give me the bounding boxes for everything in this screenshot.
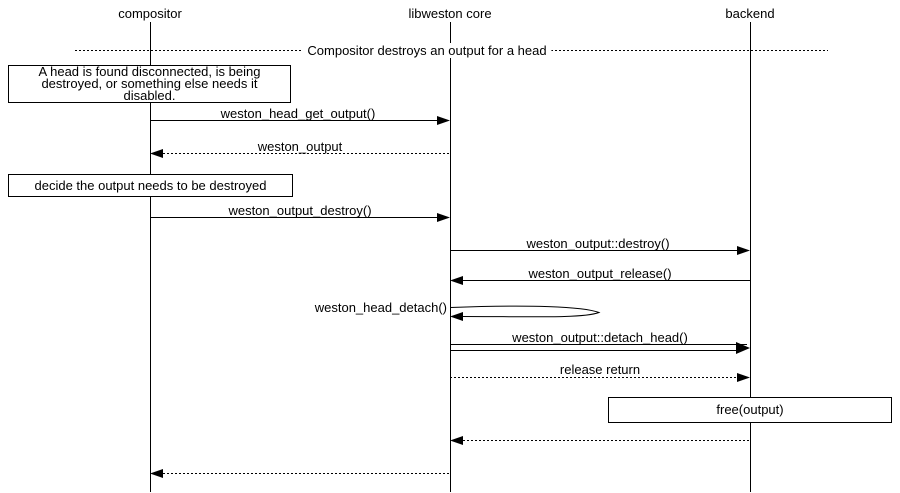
message-arrow-detach-head [450,342,750,354]
message-arrow-head-detach-self [450,305,601,321]
message-arrow-release-return [450,373,750,382]
message-arrow-output-destroy [150,213,450,222]
note-head-disconnected: A head is found disconnected, is being d… [8,65,291,103]
note-decide-destroy: decide the output needs to be destroyed [8,174,293,197]
message-arrow-backend-return [450,436,750,445]
message-label-output-destroy: weston_output_destroy() [228,203,372,218]
message-label-output-vfunc-destroy: weston_output::destroy() [526,236,670,251]
note-line: destroyed, or something else needs it [41,76,258,91]
note-line: free(output) [716,402,784,417]
message-arrow-core-return [150,469,450,478]
message-arrow-output-release [450,276,750,285]
message-label-release-return: release return [559,362,641,377]
actor-label-compositor: compositor [118,6,182,21]
message-arrow-head-get-output [150,116,450,125]
note-line: disabled. [123,88,176,103]
message-label-weston-output: weston_output [257,139,343,154]
note-line: decide the output needs to be destroyed [34,177,267,193]
message-label-head-get-output: weston_head_get_output() [220,106,376,121]
message-label-head-detach: weston_head_detach() [314,300,447,315]
message-label-detach-head: weston_output::detach_head() [512,330,688,345]
actor-label-libweston-core: libweston core [408,6,492,21]
message-arrow-weston-output-return [150,149,450,158]
message-arrow-output-vfunc-destroy [450,246,750,255]
divider-title: Compositor destroys an output for a head [302,43,552,58]
message-label-output-release: weston_output_release() [528,266,672,281]
actor-label-backend: backend [725,6,775,21]
note-line: A head is found disconnected, is being [38,64,261,79]
note-free-output: free(output) [608,397,892,423]
